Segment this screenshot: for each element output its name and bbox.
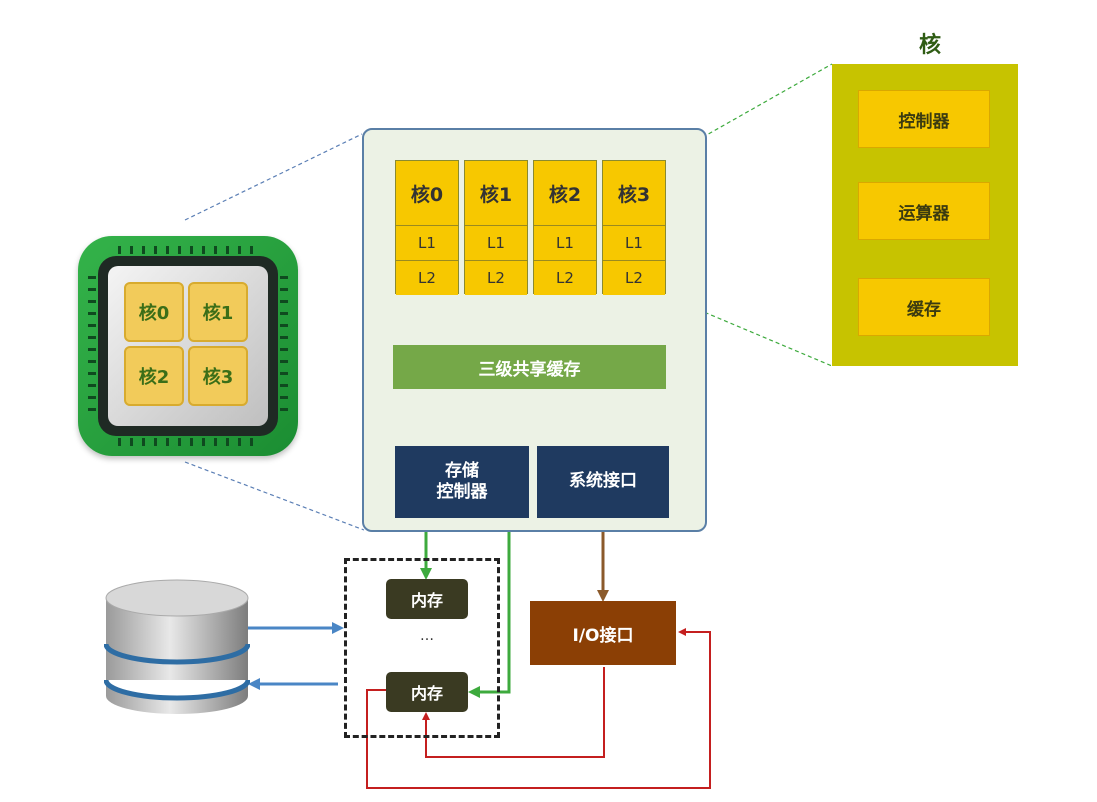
- core-0: 核0 L1 L2: [395, 160, 459, 295]
- chip-pin: [88, 396, 96, 399]
- chip-pin: [250, 438, 253, 446]
- chip-pin: [280, 312, 288, 315]
- chip-pin: [280, 360, 288, 363]
- core-2-l1: L1: [534, 226, 596, 261]
- chip-pin: [88, 408, 96, 411]
- cache-box: 缓存: [858, 278, 990, 336]
- chip-pin: [166, 438, 169, 446]
- core-3-l1: L1: [603, 226, 665, 261]
- zoom-line-top-left: [184, 133, 363, 221]
- memory-controller-line1: 存储: [445, 460, 479, 481]
- core-0-l2: L2: [396, 261, 458, 295]
- chip-pin: [280, 348, 288, 351]
- chip-pin: [88, 336, 96, 339]
- core-2: 核2 L1 L2: [533, 160, 597, 295]
- chip-pin: [88, 276, 96, 279]
- chip-pin: [250, 246, 253, 254]
- chip-pin: [88, 372, 96, 375]
- zoom-line-bottom-left: [184, 461, 365, 531]
- chip-pin: [88, 288, 96, 291]
- chip-pin: [190, 438, 193, 446]
- chip-pin: [214, 438, 217, 446]
- chip-pin: [130, 438, 133, 446]
- core-2-title: 核2: [534, 161, 596, 226]
- chip-pin: [178, 246, 181, 254]
- chip-core-1: 核1: [188, 282, 248, 342]
- chip-pin: [142, 438, 145, 446]
- core-detail-title: 核: [918, 33, 941, 58]
- chip-pin: [280, 276, 288, 279]
- chip-pin: [154, 246, 157, 254]
- chip-pin: [238, 246, 241, 254]
- core-3-l2: L2: [603, 261, 665, 295]
- chip-pin: [280, 288, 288, 291]
- chip-pin: [280, 372, 288, 375]
- l3-shared-cache: 三级共享缓存: [393, 345, 666, 389]
- core-2-l2: L2: [534, 261, 596, 295]
- chip-pin: [226, 246, 229, 254]
- core-1-l1: L1: [465, 226, 527, 261]
- controller-box: 控制器: [858, 90, 990, 148]
- chip-pin: [88, 348, 96, 351]
- chip-pin: [154, 438, 157, 446]
- chip-pin: [88, 324, 96, 327]
- chip-core-2: 核2: [124, 346, 184, 406]
- chip-core-0: 核0: [124, 282, 184, 342]
- memory-controller-line2: 控制器: [436, 482, 488, 502]
- chip-pin: [202, 438, 205, 446]
- chip-pin: [280, 336, 288, 339]
- core-1-title: 核1: [465, 161, 527, 226]
- chip-core-3: 核3: [188, 346, 248, 406]
- core-0-title: 核0: [396, 161, 458, 226]
- chip-pin: [142, 246, 145, 254]
- chip-pin: [280, 300, 288, 303]
- chip-pin: [178, 438, 181, 446]
- io-interface: I/O接口: [530, 601, 676, 665]
- chip-pin: [88, 312, 96, 315]
- alu-box: 运算器: [858, 182, 990, 240]
- chip-pin: [118, 438, 121, 446]
- memctrl-mem-bottom-arrow: [468, 518, 515, 698]
- chip-pin: [214, 246, 217, 254]
- chip-pin: [202, 246, 205, 254]
- core-1-l2: L2: [465, 261, 527, 295]
- core-3-title: 核3: [603, 161, 665, 226]
- chip-pin: [166, 246, 169, 254]
- memory-group: [344, 558, 500, 738]
- memory-ellipsis: …: [420, 628, 434, 644]
- core-3: 核3 L1 L2: [602, 160, 666, 295]
- mem-to-io-red-arrow: [366, 628, 711, 789]
- chip-pin: [238, 438, 241, 446]
- chip-pin: [280, 408, 288, 411]
- core-0-l1: L1: [396, 226, 458, 261]
- chip-pin: [280, 324, 288, 327]
- system-interface: 系统接口: [537, 446, 669, 518]
- chip-pin: [280, 396, 288, 399]
- chip-pin: [130, 246, 133, 254]
- chip-pin: [190, 246, 193, 254]
- chip-pin: [226, 438, 229, 446]
- chip-pin: [118, 246, 121, 254]
- chip-pin: [88, 300, 96, 303]
- chip-pin: [88, 384, 96, 387]
- memory-top: 内存: [386, 579, 468, 619]
- memory-controller: 存储 控制器: [395, 446, 529, 518]
- chip-pin: [88, 360, 96, 363]
- database-disk-icon: [104, 579, 250, 714]
- core-1: 核1 L1 L2: [464, 160, 528, 295]
- chip-pin: [280, 384, 288, 387]
- memory-bottom: 内存: [386, 672, 468, 712]
